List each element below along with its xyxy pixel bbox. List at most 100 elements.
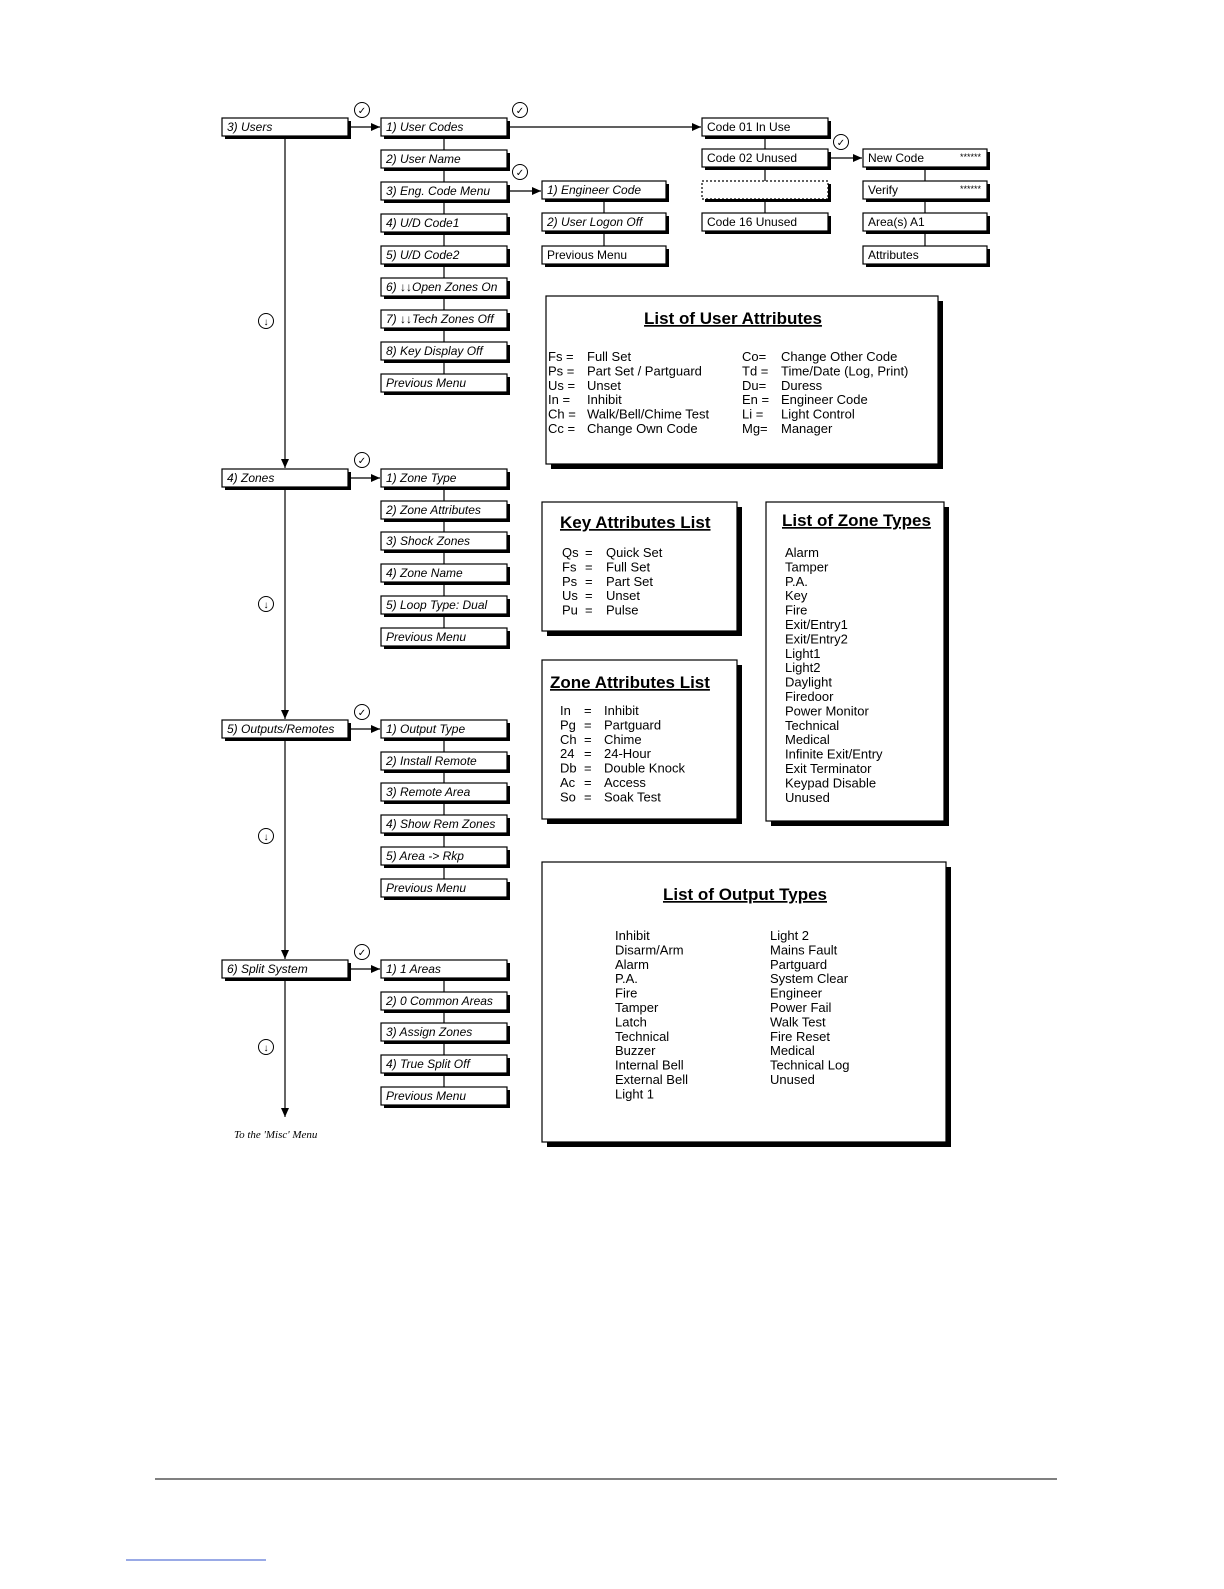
attribute-name: Time/Date (Log, Print) [781,363,908,378]
menu-item-6-open-zones-on[interactable]: 6) ↓↓Open Zones On [380,277,510,299]
equals-sign: = [585,574,593,589]
box-label: 3) Shock Zones [386,534,470,548]
menu-item-5-u-d-code2[interactable]: 5) U/D Code2 [380,245,510,267]
menu-5-outputs-remotes[interactable]: 5) Outputs/Remotes [221,719,351,741]
attribute-code: Pg [560,717,576,732]
box-label: 7) ↓↓Tech Zones Off [386,312,495,326]
attribute-name: Part Set / Partguard [587,363,702,378]
menu-item-2-user-name[interactable]: 2) User Name [380,149,510,171]
attribute-name: Manager [781,421,833,436]
menu-item-5-area-rkp[interactable]: 5) Area -> Rkp [380,846,510,868]
attribute-code: Cc = [548,421,575,436]
svg-text:↓: ↓ [264,1043,269,1054]
box-frame [380,245,508,265]
menu-item-3-remote-area[interactable]: 3) Remote Area [380,782,510,804]
code-code-02-unused[interactable]: Code 02 Unused [701,148,831,170]
code-code-16-unused[interactable]: Code 16 Unused [701,212,831,234]
box-label: 1) Output Type [386,722,465,736]
menu-item-4-show-rem-zones[interactable]: 4) Show Rem Zones [380,814,510,836]
menu-item-3-shock-zones[interactable]: 3) Shock Zones [380,531,510,553]
menu-item-previous-menu[interactable]: Previous Menu [380,627,510,649]
box-frame [380,149,508,169]
code-placeholder[interactable] [701,180,831,202]
box-frame [380,991,508,1011]
equals-sign: = [584,717,592,732]
code-code-01-in-use[interactable]: Code 01 In Use [701,117,831,139]
menu-item-2-zone-attributes[interactable]: 2) Zone Attributes [380,500,510,522]
attribute-code: Co= [742,349,766,364]
equals-sign: = [584,703,592,718]
new-code-new-code[interactable]: New Code****** [862,148,990,170]
menu-item-previous-menu[interactable]: Previous Menu [380,373,510,395]
box-label: 2) Install Remote [385,754,477,768]
menu-item-4-zone-name[interactable]: 4) Zone Name [380,563,510,585]
attribute-name: Chime [604,732,642,747]
output-type-item: Engineer [770,986,823,1001]
svg-text:✓: ✓ [358,456,366,467]
box-label: 1) 1 Areas [386,962,441,976]
zone-type-item: Technical [785,718,839,733]
attribute-code: 24 [560,746,574,761]
eng-menu-previous-menu[interactable]: Previous Menu [541,245,669,267]
new-code-area-s-a1[interactable]: Area(s) A1 [862,212,990,234]
menu-boxes: 3) Users 1) User Codes 2) User Name 3) Eng.… [221,117,990,1108]
output-type-item: External Bell [615,1072,688,1087]
box-frame [862,245,988,265]
attribute-name: Inhibit [587,392,622,407]
box-frame [380,719,508,739]
menu-item-3-eng-code-menu[interactable]: 3) Eng. Code Menu [380,181,510,203]
attribute-code: Td = [742,363,768,378]
attribute-code: Ch [560,732,577,747]
menu-item-5-loop-type-dual[interactable]: 5) Loop Type: Dual [380,595,510,617]
attribute-name: Change Own Code [587,421,698,436]
menu-item-7-tech-zones-off[interactable]: 7) ↓↓Tech Zones Off [380,309,510,331]
output-type-item: Fire Reset [770,1029,830,1044]
output-type-item: Alarm [615,957,649,972]
output-type-item: System Clear [770,971,849,986]
attribute-code: Ac [560,775,576,790]
menu-item-2-0-common-areas[interactable]: 2) 0 Common Areas [380,991,510,1013]
menu-item-4-true-split-off[interactable]: 4) True Split Off [380,1054,510,1076]
eng-menu-1-engineer-code[interactable]: 1) Engineer Code [541,180,669,202]
menu-3-users[interactable]: 3) Users [221,117,351,139]
output-type-item: Internal Bell [615,1058,684,1073]
output-type-item: Technical [615,1029,669,1044]
box-frame [380,373,508,393]
box-label: 2) User Logon Off [546,215,644,229]
menu-item-4-u-d-code1[interactable]: 4) U/D Code1 [380,213,510,235]
zone-type-item: Exit/Entry1 [785,617,848,632]
menu-item-3-assign-zones[interactable]: 3) Assign Zones [380,1022,510,1044]
menu-6-split-system[interactable]: 6) Split System [221,959,351,981]
box-frame [541,212,667,232]
box-label: 8) Key Display Off [386,344,484,358]
output-types-panel: List of Output TypesInhibitDisarm/ArmAla… [541,861,951,1147]
menu-item-8-key-display-off[interactable]: 8) Key Display Off [380,341,510,363]
new-code-verify[interactable]: Verify****** [862,180,990,202]
menu-item-previous-menu[interactable]: Previous Menu [380,878,510,900]
output-type-item: Latch [615,1014,647,1029]
attribute-name: Soak Test [604,789,661,804]
menu-item-1-output-type[interactable]: 1) Output Type [380,719,510,741]
attribute-name: Pulse [606,603,639,618]
menu-item-1-zone-type[interactable]: 1) Zone Type [380,468,510,490]
menu-item-2-install-remote[interactable]: 2) Install Remote [380,751,510,773]
box-label: Previous Menu [386,630,466,644]
menu-4-zones[interactable]: 4) Zones [221,468,351,490]
box-label: 6) ↓↓Open Zones On [386,280,498,294]
check-icon: ✓ [833,134,849,150]
box-frame [541,245,667,265]
svg-text:✓: ✓ [516,106,524,117]
svg-text:✓: ✓ [358,106,366,117]
box-frame [862,212,988,232]
zone-type-item: Infinite Exit/Entry [785,747,883,762]
menu-item-1-1-areas[interactable]: 1) 1 Areas [380,959,510,981]
menu-item-1-user-codes[interactable]: 1) User Codes [380,117,510,139]
output-type-item: Technical Log [770,1058,850,1073]
attribute-name: Walk/Bell/Chime Test [587,407,709,422]
eng-menu-2-user-logon-off[interactable]: 2) User Logon Off [541,212,669,234]
new-code-attributes[interactable]: Attributes [862,245,990,267]
icons: ✓↓✓↓✓↓✓↓✓✓✓ [258,102,849,1055]
menu-item-previous-menu[interactable]: Previous Menu [380,1086,510,1108]
